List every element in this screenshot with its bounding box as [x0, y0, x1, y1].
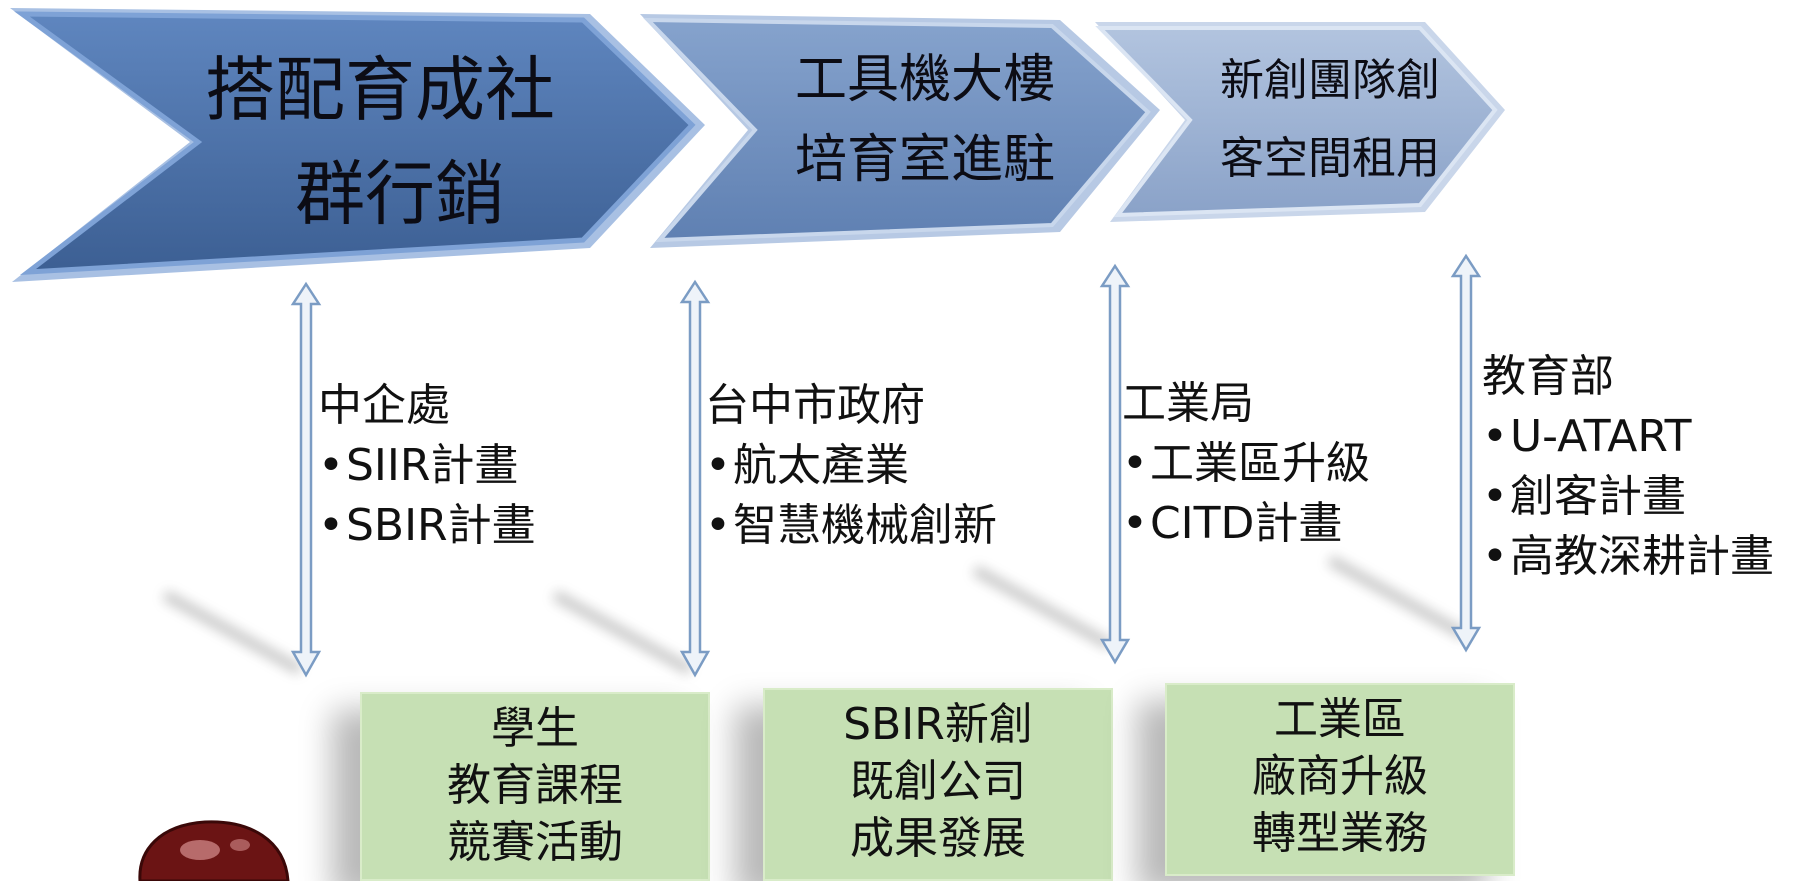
result-box-3-line-3: 轉型業務 — [1252, 808, 1428, 859]
result-box-1: 學生 教育課程 競賽活動 — [360, 692, 710, 881]
double-arrow-1 — [290, 281, 322, 678]
result-box-1-line-1: 學生 — [491, 703, 579, 754]
double-arrow-3 — [1099, 263, 1131, 665]
chevron-2-label: 工具機大樓 培育室進駐 — [760, 40, 1090, 200]
chevron-3-label: 新創團隊創 客空間租用 — [1195, 42, 1465, 198]
chevron-2 — [640, 14, 1160, 248]
agency-4: 教育部 •U-ATART •創客計畫 •高教深耕計畫 — [1482, 347, 1774, 587]
chevron-1-label: 搭配育成社 群行銷 — [160, 38, 600, 246]
chevron-1-line-2: 群行銷 — [295, 153, 505, 235]
agency-1-item-2: •SBIR計畫 — [318, 500, 536, 551]
shadow-1 — [162, 590, 303, 675]
diagonal-shadows — [162, 555, 1468, 675]
result-box-3-line-1: 工業區 — [1274, 694, 1406, 745]
result-box-1-line-2: 教育課程 — [447, 760, 623, 811]
double-arrows — [290, 253, 1482, 678]
agency-1: 中企處 •SIIR計畫 •SBIR計畫 — [318, 376, 536, 556]
shadow-3 — [972, 565, 1113, 650]
agency-1-title: 中企處 — [318, 380, 450, 431]
result-box-3-line-2: 廠商升級 — [1252, 751, 1428, 802]
chevron-2-line-1: 工具機大樓 — [794, 50, 1055, 110]
agency-4-item-2: •創客計畫 — [1482, 471, 1686, 522]
result-box-2-line-1: SBIR新創 — [843, 699, 1033, 750]
agency-4-item-1: •U-ATART — [1482, 411, 1692, 462]
agency-2: 台中市政府 •航太產業 •智慧機械創新 — [705, 376, 997, 556]
result-box-2: SBIR新創 既創公司 成果發展 — [763, 688, 1113, 881]
result-box-3: 工業區 廠商升級 轉型業務 — [1165, 683, 1515, 876]
result-box-1-line-3: 競賽活動 — [447, 817, 623, 868]
shadow-4 — [1327, 555, 1468, 640]
chevron-1 — [10, 8, 705, 282]
agency-2-title: 台中市政府 — [705, 380, 925, 431]
agency-2-item-2: •智慧機械創新 — [705, 500, 997, 551]
chevron-2-line-2: 培育室進駐 — [794, 130, 1055, 190]
result-box-2-line-3: 成果發展 — [850, 813, 1026, 864]
agency-3-item-2: •CITD計畫 — [1122, 498, 1343, 549]
agency-1-item-1: •SIIR計畫 — [318, 440, 519, 491]
red-blob-decoration — [138, 820, 290, 881]
chevron-1-line-1: 搭配育成社 — [205, 49, 555, 131]
agency-3-item-1: •工業區升級 — [1122, 438, 1370, 489]
chevron-3-line-2: 客空間租用 — [1220, 133, 1440, 184]
result-box-2-line-2: 既創公司 — [850, 756, 1026, 807]
double-arrow-2 — [679, 279, 711, 678]
chevron-3 — [1095, 22, 1505, 222]
chevron-3-line-1: 新創團隊創 — [1220, 55, 1440, 106]
agency-4-title: 教育部 — [1482, 351, 1614, 402]
shadow-2 — [552, 590, 693, 675]
agency-3-title: 工業局 — [1122, 378, 1254, 429]
double-arrow-4 — [1450, 253, 1482, 653]
agency-2-item-1: •航太產業 — [705, 440, 909, 491]
agency-4-item-3: •高教深耕計畫 — [1482, 531, 1774, 582]
agency-3: 工業局 •工業區升級 •CITD計畫 — [1122, 374, 1370, 554]
